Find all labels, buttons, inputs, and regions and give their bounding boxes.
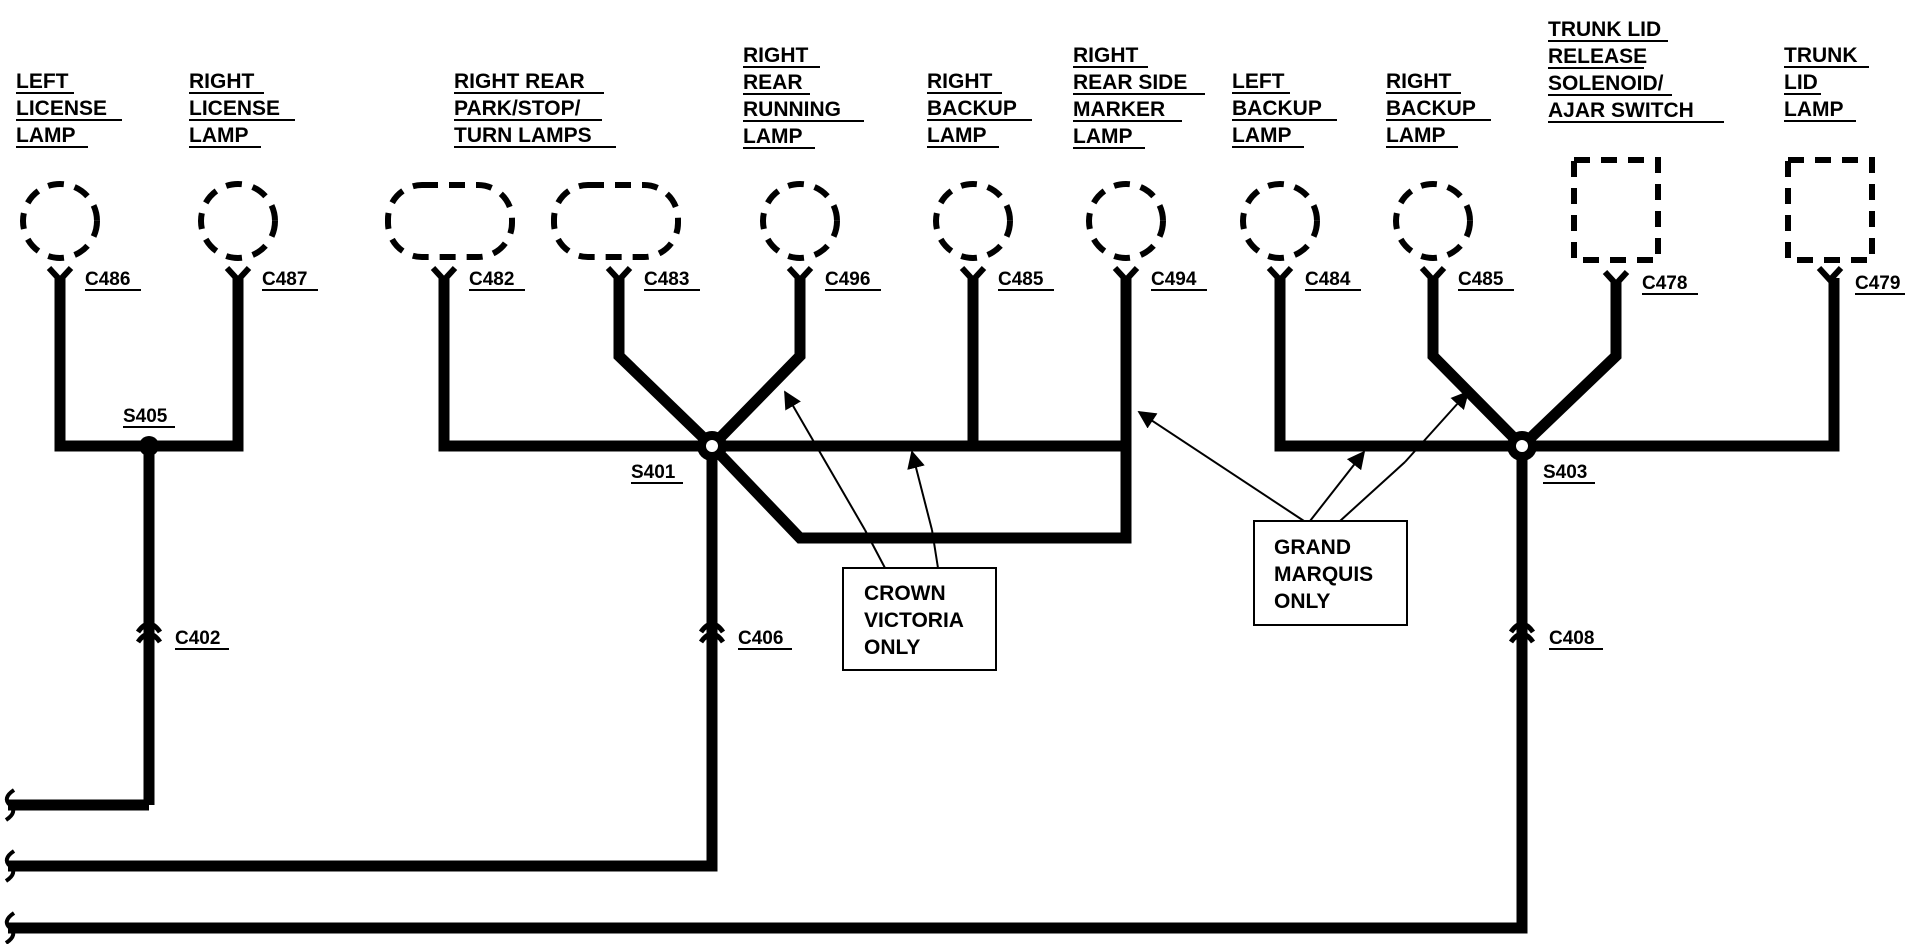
label-line: PARK/STOP/ xyxy=(454,97,581,120)
backup-lamp-icon xyxy=(1393,181,1473,261)
connector-c483-label: C483 xyxy=(644,269,689,290)
label-left-backup-lamp: LEFT BACKUP LAMP xyxy=(1232,70,1337,148)
label-line: TURN LAMPS xyxy=(454,124,592,147)
park-stop-turn-lamp-icon xyxy=(551,182,681,260)
connector-c478-label: C478 xyxy=(1642,273,1687,294)
label-line: RELEASE xyxy=(1548,45,1647,68)
label-line: LEFT xyxy=(1232,70,1285,93)
connector-c482-label: C482 xyxy=(469,269,514,290)
label-trunk-lid-lamp: TRUNK LID LAMP xyxy=(1784,44,1869,122)
note-line: ONLY xyxy=(864,636,920,659)
splice-s401-label: S401 xyxy=(631,462,676,483)
connector-c494-label: C494 xyxy=(1151,269,1197,290)
label-line: RIGHT xyxy=(1073,44,1139,67)
connector-c487-label: C487 xyxy=(262,269,307,290)
connector-c485-label: C485 xyxy=(1458,269,1504,290)
wire-break-icons xyxy=(4,788,16,944)
label-right-backup-lamp-gm: RIGHT BACKUP LAMP xyxy=(1386,70,1491,148)
connector-c486-label: C486 xyxy=(85,269,130,290)
note-line: VICTORIA xyxy=(864,609,964,632)
label-line: RIGHT xyxy=(189,70,255,93)
label-line: RIGHT xyxy=(927,70,993,93)
label-line: LICENSE xyxy=(16,97,107,120)
park-stop-turn-lamp-icon xyxy=(385,182,515,260)
label-left-license-lamp: LEFT LICENSE LAMP xyxy=(16,70,122,148)
label-right-license-lamp: RIGHT LICENSE LAMP xyxy=(189,70,295,148)
label-right-backup-lamp-cv: RIGHT BACKUP LAMP xyxy=(927,70,1032,148)
label-line: LID xyxy=(1784,71,1818,94)
label-line: RUNNING xyxy=(743,98,841,121)
connector-c408-label: C408 xyxy=(1549,628,1594,649)
label-line: LAMP xyxy=(927,124,987,147)
label-line: LAMP xyxy=(1073,125,1133,148)
splice-s403-label: S403 xyxy=(1543,462,1587,483)
label-line: BACKUP xyxy=(927,97,1017,120)
label-line: TRUNK LID xyxy=(1548,18,1661,41)
label-line: LAMP xyxy=(743,125,803,148)
leader-arrows xyxy=(784,390,1470,569)
note-line: GRAND xyxy=(1274,536,1351,559)
running-lamp-icon xyxy=(760,181,840,261)
note-line: CROWN xyxy=(864,582,946,605)
label-line: LAMP xyxy=(1232,124,1292,147)
label-line: TRUNK xyxy=(1784,44,1858,67)
label-trunk-lid-release-solenoid: TRUNK LID RELEASE SOLENOID/ AJAR SWITCH xyxy=(1548,18,1724,123)
connector-labels: C486 C487 C482 C483 C496 C485 C494 C484 … xyxy=(85,269,1900,649)
label-line: REAR SIDE xyxy=(1073,71,1187,94)
label-line: REAR xyxy=(743,71,803,94)
label-line: AJAR SWITCH xyxy=(1548,99,1694,122)
label-line: RIGHT REAR xyxy=(454,70,585,93)
label-line: MARKER xyxy=(1073,98,1165,121)
label-line: LAMP xyxy=(1784,98,1844,121)
label-line: LAMP xyxy=(16,124,76,147)
label-line: LAMP xyxy=(189,124,249,147)
label-line: BACKUP xyxy=(1232,97,1322,120)
connector-c496-label: C496 xyxy=(825,269,870,290)
inline-connector-icons xyxy=(135,621,1536,644)
splice-s405-icon xyxy=(139,436,159,456)
left-license-lamp-icon xyxy=(20,181,100,261)
splice-s405-label: S405 xyxy=(123,406,168,427)
label-line: LEFT xyxy=(16,70,69,93)
label-right-rear-park-stop-turn-lamps: RIGHT REAR PARK/STOP/ TURN LAMPS xyxy=(454,70,616,148)
connector-c485-label: C485 xyxy=(998,269,1044,290)
backup-lamp-icon xyxy=(933,181,1013,261)
label-line: BACKUP xyxy=(1386,97,1476,120)
label-line: LICENSE xyxy=(189,97,280,120)
note-crown-victoria: CROWN VICTORIA ONLY xyxy=(842,567,997,671)
connector-c479-label: C479 xyxy=(1855,273,1900,294)
connector-label-underlines xyxy=(85,289,1905,650)
terminal-icons xyxy=(46,265,1844,289)
label-right-rear-side-marker-lamp: RIGHT REAR SIDE MARKER LAMP xyxy=(1073,44,1205,149)
solenoid-switch-icon xyxy=(1571,157,1661,263)
backup-lamp-icon xyxy=(1240,181,1320,261)
note-grand-marquis: GRAND MARQUIS ONLY xyxy=(1253,520,1408,626)
label-line: SOLENOID/ xyxy=(1548,72,1664,95)
label-line: RIGHT xyxy=(743,44,809,67)
label-right-rear-running-lamp: RIGHT REAR RUNNING LAMP xyxy=(743,44,864,149)
connector-c406-label: C406 xyxy=(738,628,783,649)
connector-c484-label: C484 xyxy=(1305,269,1351,290)
note-line: ONLY xyxy=(1274,590,1330,613)
label-line: LAMP xyxy=(1386,124,1446,147)
right-license-lamp-icon xyxy=(198,181,278,261)
connector-c402-label: C402 xyxy=(175,628,220,649)
side-marker-lamp-icon xyxy=(1086,181,1166,261)
trunk-lid-lamp-icon xyxy=(1785,157,1875,263)
label-line: RIGHT xyxy=(1386,70,1452,93)
note-line: MARQUIS xyxy=(1274,563,1373,586)
